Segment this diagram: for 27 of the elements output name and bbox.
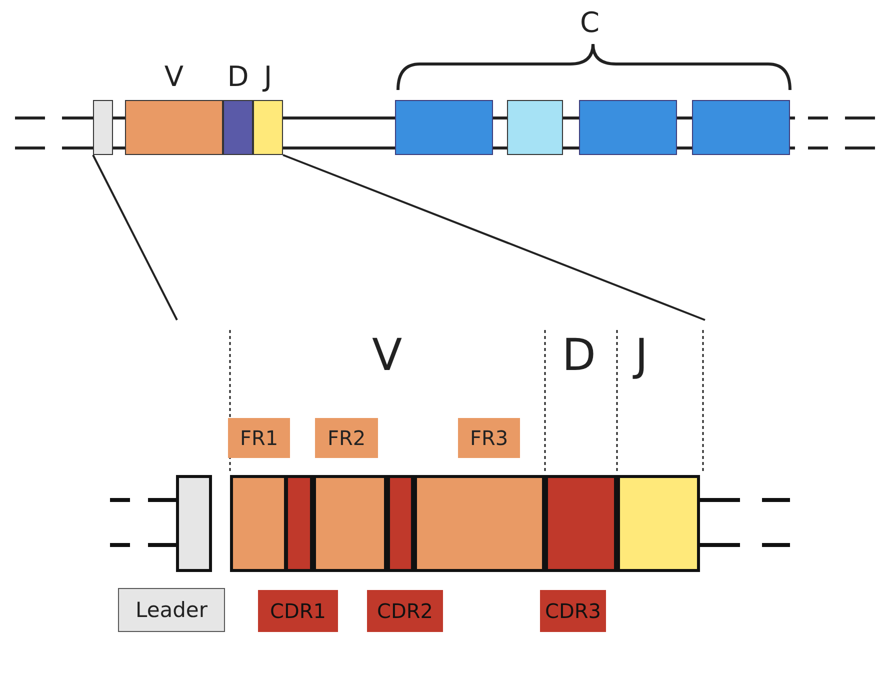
c-exon xyxy=(692,100,790,155)
j-segment xyxy=(617,475,700,572)
region-label: CDR3 xyxy=(540,590,606,632)
region-label: FR3 xyxy=(458,418,520,458)
gene-segment-label: C xyxy=(580,6,600,39)
framework-segment xyxy=(313,475,387,572)
region-label: FR2 xyxy=(315,418,378,458)
c-exon xyxy=(579,100,677,155)
framework-segment xyxy=(230,475,287,572)
cdr-segment xyxy=(545,475,617,572)
region-heading: V xyxy=(372,330,402,381)
c-exon xyxy=(507,100,563,155)
leader-segment xyxy=(176,475,212,572)
cdr-segment xyxy=(387,475,414,572)
region-label: FR1 xyxy=(228,418,290,458)
region-label: CDR2 xyxy=(367,590,443,632)
segment-label: D xyxy=(226,60,250,93)
c-exon xyxy=(395,100,493,155)
cdr-segment xyxy=(285,475,313,572)
region-heading: J xyxy=(635,330,648,381)
segment-label: V xyxy=(163,60,185,93)
region-label: CDR1 xyxy=(258,590,338,632)
framework-segment xyxy=(414,475,545,572)
leader-segment xyxy=(93,100,113,155)
segment-label: J xyxy=(261,60,274,93)
region-heading: D xyxy=(562,330,596,381)
region-label: Leader xyxy=(118,588,225,632)
